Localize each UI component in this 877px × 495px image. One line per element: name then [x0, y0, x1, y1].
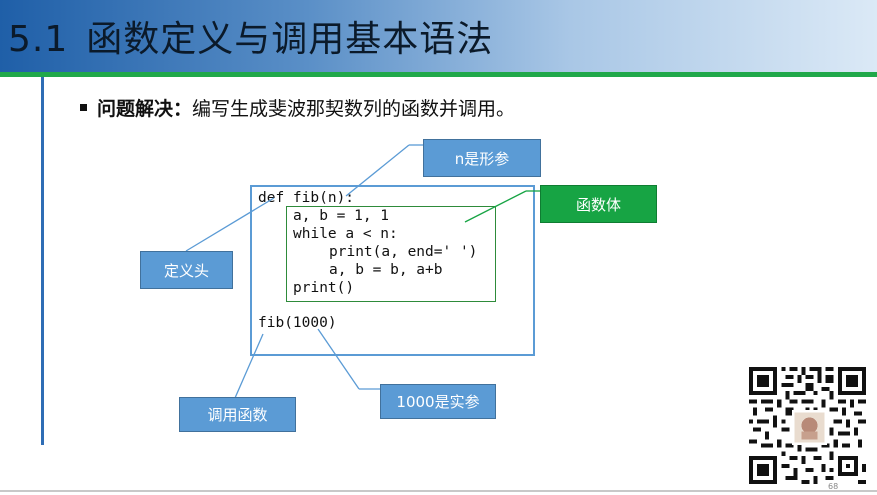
title-text: 函数定义与调用基本语法	[86, 19, 493, 60]
callout-definition-head: 定义头	[140, 251, 233, 289]
problem-statement: 问题解决：编写生成斐波那契数列的函数并调用。	[80, 94, 515, 121]
bullet-icon	[80, 104, 87, 111]
title-underline	[0, 72, 877, 77]
section-number: 5.1	[8, 19, 68, 60]
callout-function-body: 函数体	[540, 185, 657, 223]
callout-formal-param: n是形参	[423, 139, 541, 177]
title-bar: 5.1 函数定义与调用基本语法	[0, 0, 877, 72]
code-line-call: fib(1000)	[258, 314, 337, 332]
callout-call-function: 调用函数	[179, 397, 296, 432]
slide-title: 5.1 函数定义与调用基本语法	[8, 10, 493, 62]
code-line-update: a, b = b, a+b	[329, 261, 443, 279]
left-margin-rule	[41, 77, 44, 445]
bullet-text: 编写生成斐波那契数列的函数并调用。	[192, 98, 515, 120]
code-line-while: while a < n:	[293, 225, 398, 243]
code-line-assign: a, b = 1, 1	[293, 207, 389, 225]
code-line-print: print(a, end=' ')	[329, 243, 477, 261]
code-line-print-newline: print()	[293, 279, 354, 297]
bullet-label: 问题解决：	[97, 98, 192, 120]
bottom-rule	[0, 490, 877, 492]
code-line-def: def fib(n):	[258, 189, 354, 207]
callout-actual-param: 1000是实参	[380, 384, 496, 419]
qr-code-image	[749, 367, 866, 484]
